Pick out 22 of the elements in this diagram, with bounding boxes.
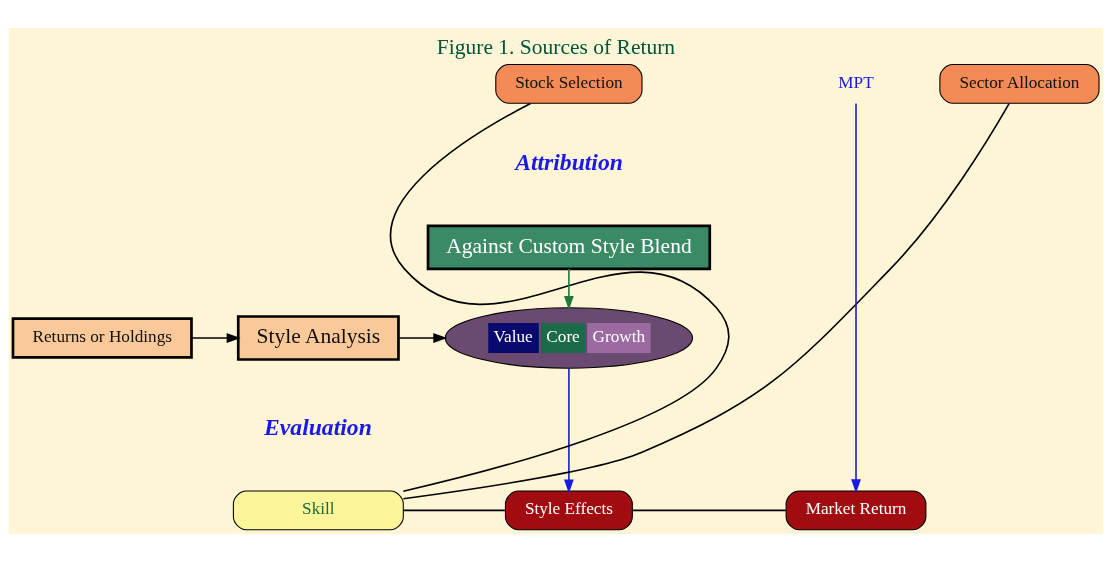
label: Evaluation	[264, 413, 372, 440]
arrow	[564, 367, 574, 493]
arrow	[190, 332, 241, 343]
node-ellipse: Value Core Growth	[444, 306, 694, 369]
node-box: Skill	[232, 489, 404, 530]
node-box: Market Return	[785, 489, 927, 530]
node-box: Stock Selection	[495, 63, 643, 104]
diagram-title: Figure 1. Sources of Return	[436, 34, 676, 59]
node-box: Against Custom Style Blend	[426, 224, 712, 270]
node-box: Style Analysis	[236, 314, 400, 361]
label: Attribution	[515, 148, 623, 175]
connector	[402, 102, 1010, 500]
node-text: MPT	[838, 72, 874, 92]
node-box: Returns or Holdings	[11, 316, 193, 359]
arrow	[397, 332, 448, 343]
connector	[389, 102, 730, 492]
arrow	[564, 267, 574, 310]
connector	[402, 509, 507, 511]
connector	[631, 509, 787, 511]
node-box: Sector Allocation	[939, 63, 1100, 104]
node-box: Style Effects	[504, 489, 633, 530]
arrow	[851, 102, 861, 493]
